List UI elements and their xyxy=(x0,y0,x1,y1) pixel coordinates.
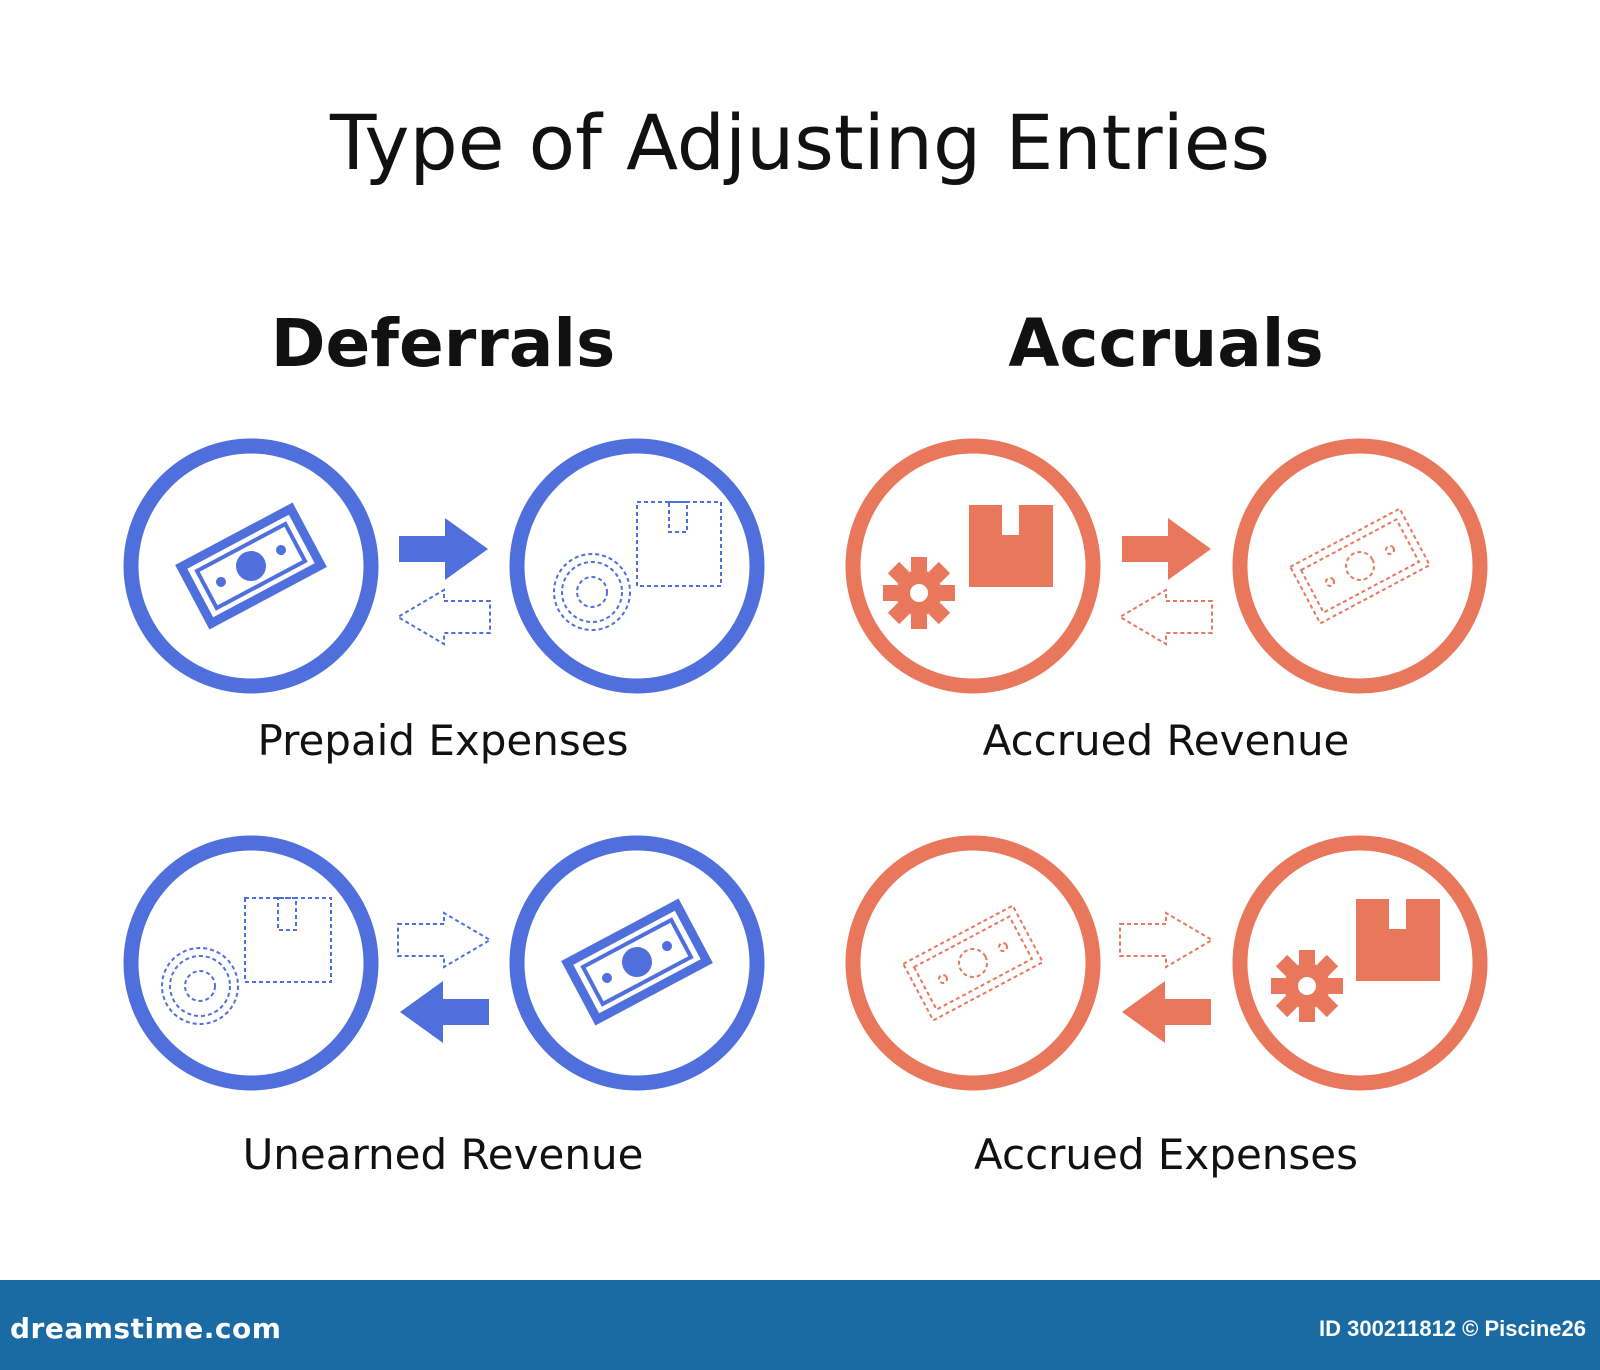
site-logo[interactable]: dreamstime.com xyxy=(10,1312,282,1345)
circle-left xyxy=(123,835,379,1091)
gear-icon xyxy=(1271,950,1343,1022)
circle-left xyxy=(845,835,1101,1091)
dashed-arrow-left-icon xyxy=(396,588,491,646)
unearned-revenue-flow xyxy=(123,835,765,1091)
money-icon xyxy=(175,502,327,630)
deferrals-heading: Deferrals xyxy=(270,305,616,382)
dashed-gear-icon xyxy=(553,553,631,631)
box-icon xyxy=(1356,899,1440,981)
image-credit: ID 300211812 © Piscine26 xyxy=(1319,1316,1586,1341)
dashed-money-icon xyxy=(1288,507,1432,625)
diagram-graphics xyxy=(123,438,1488,1091)
footer-bar: dreamstime.com ID 300211812 © Piscine26 xyxy=(0,1280,1600,1370)
box-icon xyxy=(969,505,1053,587)
circle-right xyxy=(1232,438,1488,694)
accruals-heading: Accruals xyxy=(1008,305,1324,382)
accrued-expenses-label: Accrued Expenses xyxy=(973,1130,1359,1179)
diagram-title: Type of Adjusting Entries xyxy=(329,98,1271,187)
accrued-revenue-flow xyxy=(845,438,1488,694)
dashed-gear-icon xyxy=(161,947,239,1025)
dashed-money-icon xyxy=(901,904,1045,1022)
dashed-arrow-left-icon xyxy=(1118,588,1213,646)
prepaid-expenses-label: Prepaid Expenses xyxy=(257,716,629,765)
dashed-box-icon xyxy=(636,501,722,587)
circle-right xyxy=(1232,835,1488,1091)
circle-right xyxy=(509,835,765,1091)
arrow-left-icon xyxy=(400,981,489,1043)
arrow-right-icon xyxy=(399,518,488,580)
circle-left xyxy=(123,438,379,694)
circle-left xyxy=(845,438,1101,694)
dashed-arrow-right-icon xyxy=(1119,911,1214,969)
unearned-revenue-label: Unearned Revenue xyxy=(242,1130,644,1179)
circle-right xyxy=(509,438,765,694)
money-icon xyxy=(561,898,713,1026)
accrued-expenses-flow xyxy=(845,835,1488,1091)
arrow-left-icon xyxy=(1122,981,1211,1043)
arrow-right-icon xyxy=(1122,518,1211,580)
accrued-revenue-label: Accrued Revenue xyxy=(982,716,1350,765)
dashed-arrow-right-icon xyxy=(397,911,492,969)
gear-icon xyxy=(883,557,955,629)
dashed-box-icon xyxy=(244,897,332,983)
prepaid-expenses-flow xyxy=(123,438,765,694)
